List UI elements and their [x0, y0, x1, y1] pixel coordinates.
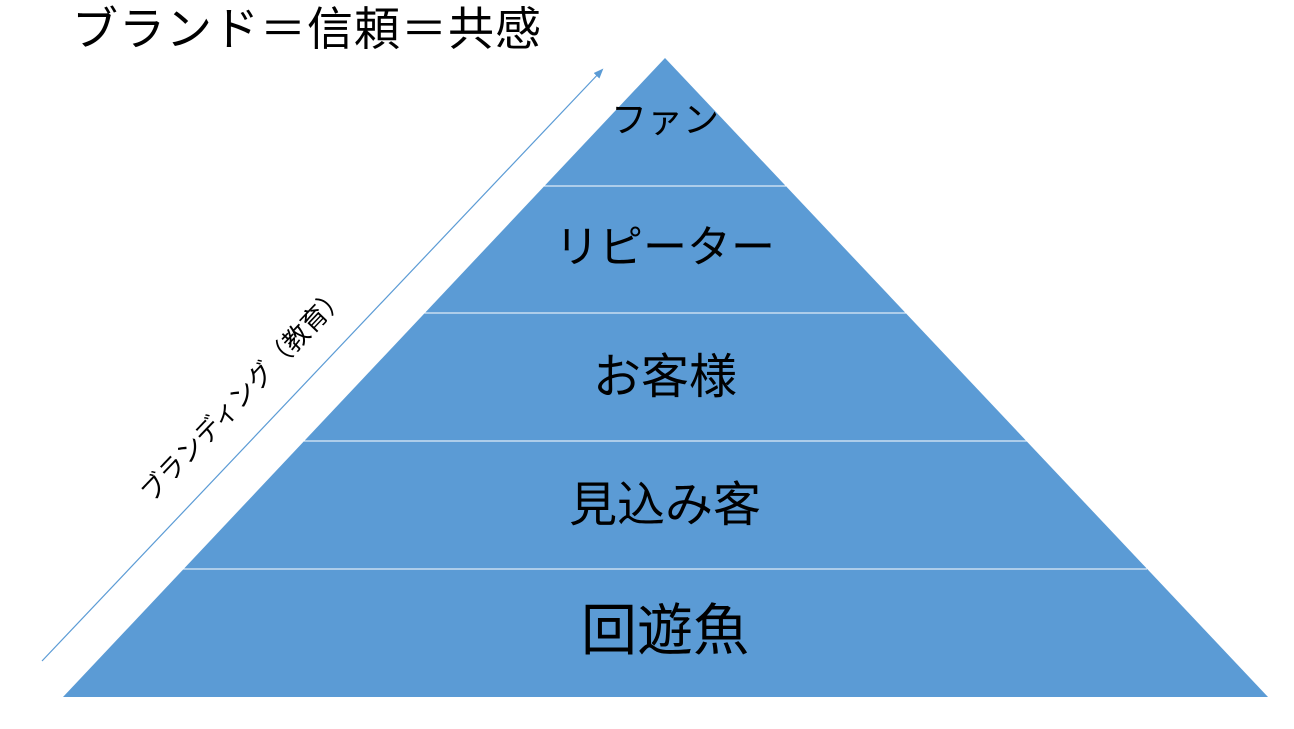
branding-arrow [41, 68, 604, 662]
layer-label-migratory-fish: 回遊魚 [581, 599, 749, 664]
layer-label-fan: ファン [611, 100, 719, 141]
layer-label-prospect: 見込み客 [569, 477, 761, 533]
layer-label-repeater: リピーター [555, 222, 775, 273]
slide-title: ブランド＝信頼＝共感 [72, 2, 542, 56]
layer-label-customer: お客様 [593, 349, 737, 405]
pyramid-shape [63, 58, 1268, 697]
